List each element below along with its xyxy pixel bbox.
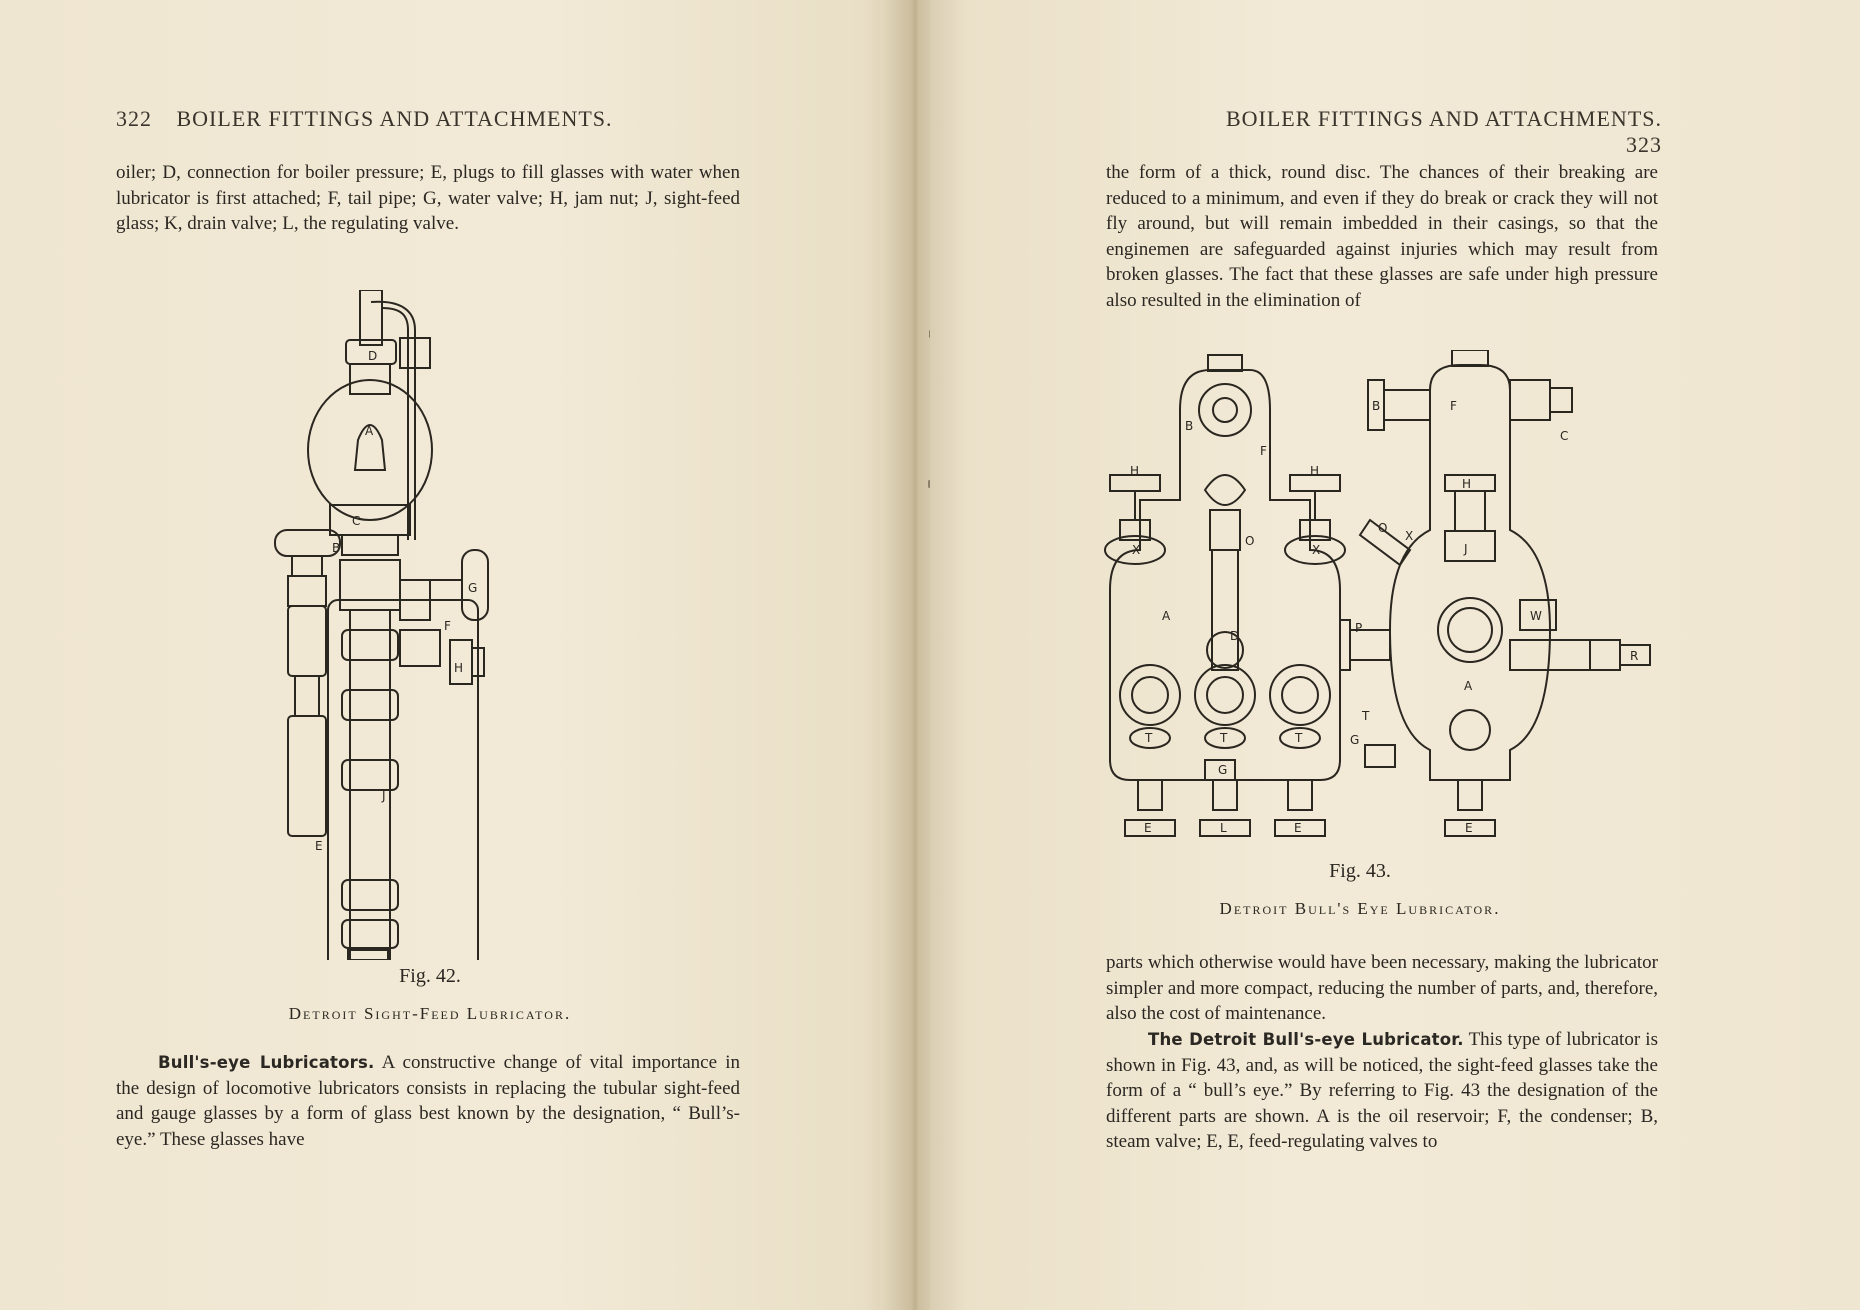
section-heading-left: Bull's-eye Lubricators.: [158, 1053, 375, 1072]
figure-43-label: Fig. 43.: [1329, 860, 1391, 882]
svg-text:B: B: [332, 541, 340, 555]
section-text-right: This type of lubricator is shown in Fig.…: [1106, 1029, 1658, 1152]
figure-42-label: Fig. 42.: [399, 965, 461, 987]
paragraph-top-right: the form of a thick, round disc. The cha…: [1106, 162, 1658, 311]
svg-text:G: G: [1350, 733, 1359, 747]
svg-text:A: A: [1464, 679, 1473, 693]
svg-text:D: D: [368, 349, 377, 363]
svg-text:H: H: [1462, 477, 1471, 491]
svg-text:X: X: [1312, 543, 1320, 557]
paper-speck: [928, 480, 931, 488]
svg-text:A: A: [365, 424, 374, 438]
figure-42-illustration: A C D B G F E H J: [270, 290, 590, 960]
svg-text:R: R: [1630, 649, 1638, 663]
svg-text:T: T: [1219, 731, 1228, 745]
figure-43-illustration: A B F O D H H X X T T T G E L E F B C H: [1100, 350, 1670, 860]
svg-text:D: D: [1230, 629, 1239, 643]
svg-text:B: B: [1185, 419, 1193, 433]
paragraph-mid-right: parts which otherwise would have been ne…: [1106, 952, 1658, 1024]
svg-text:P: P: [1355, 621, 1362, 635]
svg-text:T: T: [1144, 731, 1153, 745]
svg-text:E: E: [1465, 821, 1473, 835]
svg-text:T: T: [1294, 731, 1303, 745]
section-left: Bull's-eye Lubricators. A constructive c…: [116, 1050, 740, 1152]
svg-text:A: A: [1162, 609, 1171, 623]
svg-text:F: F: [444, 619, 451, 633]
svg-text:H: H: [1130, 464, 1139, 478]
figure-43-caption: Detroit Bull's Eye Lubricator.: [1219, 899, 1501, 918]
svg-text:H: H: [1310, 464, 1319, 478]
svg-text:J: J: [381, 789, 386, 803]
svg-text:L: L: [1220, 821, 1227, 835]
right-page: BOILER FITTINGS AND ATTACHMENTS. 323 the…: [930, 0, 1860, 1310]
svg-text:O: O: [1245, 534, 1254, 548]
svg-text:X: X: [1405, 529, 1413, 543]
section-text-left: A constructive change of vital importanc…: [116, 1052, 740, 1150]
svg-text:C: C: [352, 514, 360, 528]
svg-text:E: E: [315, 839, 323, 853]
section-right: The Detroit Bull's-eye Lubricator. This …: [1106, 1027, 1658, 1155]
running-head-title-right: BOILER FITTINGS AND ATTACHMENTS.: [1225, 106, 1662, 131]
svg-text:B: B: [1372, 399, 1380, 413]
running-head-right: BOILER FITTINGS AND ATTACHMENTS. 323: [1174, 106, 1662, 158]
svg-text:H: H: [454, 661, 463, 675]
paragraph-top-left: oiler; D, connection for boiler pressure…: [116, 162, 740, 234]
svg-text:G: G: [1218, 763, 1227, 777]
running-head-title-left: BOILER FITTINGS AND ATTACHMENTS.: [176, 106, 613, 131]
figure-42-caption: Detroit Sight-Feed Lubricator.: [288, 1004, 572, 1023]
svg-text:J: J: [1463, 542, 1468, 556]
running-head-left: 322 BOILER FITTINGS AND ATTACHMENTS.: [116, 106, 736, 132]
svg-text:G: G: [468, 581, 477, 595]
svg-text:E: E: [1294, 821, 1302, 835]
svg-text:F: F: [1450, 399, 1457, 413]
svg-text:E: E: [1144, 821, 1152, 835]
page-number-left: 322: [116, 106, 152, 131]
page-number-right: 323: [1626, 132, 1662, 157]
svg-text:C: C: [1560, 429, 1568, 443]
svg-text:T: T: [1361, 709, 1370, 723]
section-heading-right: The Detroit Bull's-eye Lubricator.: [1148, 1030, 1464, 1049]
svg-text:W: W: [1530, 609, 1542, 623]
svg-text:F: F: [1260, 444, 1267, 458]
svg-text:X: X: [1132, 543, 1140, 557]
svg-text:O: O: [1378, 521, 1387, 535]
left-page: 322 BOILER FITTINGS AND ATTACHMENTS. oil…: [0, 0, 900, 1310]
